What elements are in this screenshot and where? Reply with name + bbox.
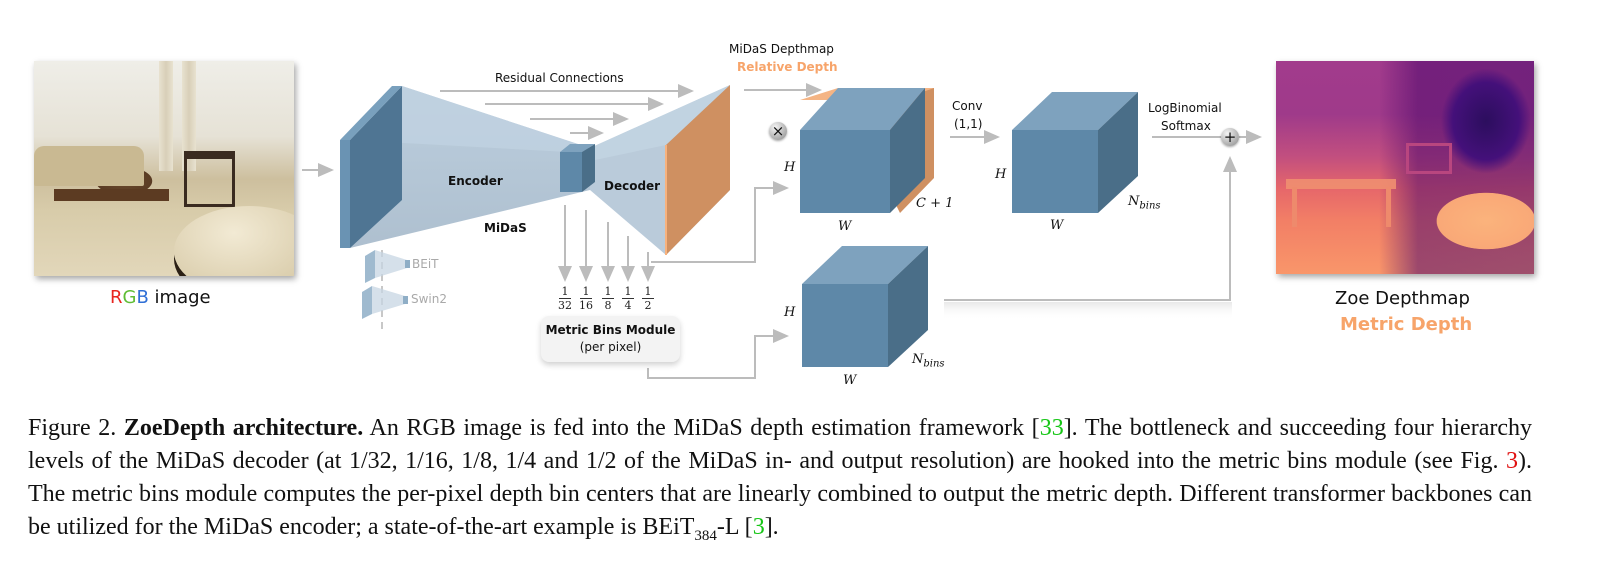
rgb-label-part-0: R xyxy=(110,287,123,308)
photo-sofa xyxy=(34,146,144,186)
line-shadow xyxy=(944,302,1232,320)
photo-pillar xyxy=(182,61,196,171)
decoder-output-plate xyxy=(666,85,730,255)
midas-label: MiDaS xyxy=(484,221,527,235)
tensor1-h-label: H xyxy=(784,160,796,175)
swin2-label: Swin2 xyxy=(411,292,448,306)
swin2-backbone-icon xyxy=(362,286,408,319)
tensor2-c-base: N xyxy=(1128,194,1140,209)
depth-table-leg xyxy=(1386,187,1391,227)
encoder-label: Encoder xyxy=(448,174,503,188)
midas-depthmap-label: MiDaS Depthmap xyxy=(729,42,834,56)
decoder-to-tensor-arrow xyxy=(651,181,789,263)
caption-text: -L [ xyxy=(716,514,753,540)
fraction-num: 1 xyxy=(622,285,634,299)
tensor2-c-sub: bins xyxy=(1139,200,1161,212)
decoder-top xyxy=(590,85,730,160)
rgb-label-part-1: G xyxy=(122,287,137,308)
tensor1-c-label: C + 1 xyxy=(916,196,954,211)
metric-bins-title: Metric Bins Module xyxy=(545,323,676,337)
zoe-depthmap-label: Zoe Depthmap xyxy=(1335,288,1470,309)
tensor3-w-label: W xyxy=(843,373,857,388)
caption-title: ZoeDepth architecture. xyxy=(123,415,364,441)
tensor-nbins-cube xyxy=(1012,92,1138,213)
tensor-c-plus-1-cube xyxy=(800,88,934,213)
depth-table-leg xyxy=(1292,187,1297,227)
conv-label: Conv xyxy=(952,99,983,113)
caption-prefix: Figure 2. xyxy=(28,415,124,441)
fraction-num: 1 xyxy=(602,285,614,299)
encoder-top xyxy=(350,86,590,152)
tensor3-h-label: H xyxy=(784,305,796,320)
conv-kernel-label: (1,1) xyxy=(954,117,983,131)
fraction-num: 1 xyxy=(642,285,654,299)
architecture-diagram: RGB image xyxy=(34,42,1534,388)
fraction-den: 8 xyxy=(604,299,612,312)
zoe-depthmap-image xyxy=(1276,61,1534,274)
fraction-num: 1 xyxy=(559,285,571,299)
caption-text: ]. The bottleneck and succeeding four hi… xyxy=(28,415,1532,474)
fraction-den: 32 xyxy=(558,299,572,312)
fraction-num: 1 xyxy=(580,285,592,299)
bottleneck-top xyxy=(560,144,595,152)
encoder-input-plate xyxy=(340,86,402,248)
fraction-den: 16 xyxy=(579,299,593,312)
photo-pillar xyxy=(159,61,173,171)
tensor2-h-label: H xyxy=(995,167,1007,182)
tensor3-c-label: Nbins xyxy=(912,352,945,370)
tensor3-c-sub: bins xyxy=(923,358,945,370)
metric-depth-label: Metric Depth xyxy=(1340,314,1473,335)
caption-text: An RGB image is fed into the MiDaS depth… xyxy=(363,415,1040,441)
relative-depth-label: Relative Depth xyxy=(737,60,838,74)
caption-text: ). The metric bins module computes the p… xyxy=(28,448,1532,540)
caption-text: ]. xyxy=(764,514,779,540)
residual-connections-label: Residual Connections xyxy=(495,71,624,85)
decoder-label: Decoder xyxy=(604,179,661,193)
metric-bins-output-cube xyxy=(802,246,928,367)
bottleneck-side xyxy=(582,144,595,192)
tensor2-c-label: Nbins xyxy=(1128,194,1161,212)
beit-backbone-icon xyxy=(365,250,410,283)
bins-to-plus-arrow xyxy=(944,156,1237,301)
diagram-shapes xyxy=(302,83,1262,379)
photo-chair xyxy=(184,151,235,207)
figure-caption: Figure 2. ZoeDepth architecture. An RGB … xyxy=(28,412,1532,553)
citation-link[interactable]: 33 xyxy=(1039,415,1064,441)
logbinomial-label: LogBinomial xyxy=(1148,101,1222,115)
metric-bins-subtitle: (per pixel) xyxy=(579,340,642,354)
figure-ref-link[interactable]: 3 xyxy=(1506,448,1518,474)
softmax-label: Softmax xyxy=(1161,119,1211,133)
encoder-plate-front xyxy=(340,140,350,248)
tensor3-c-base: N xyxy=(912,352,924,367)
depth-table xyxy=(1286,179,1396,189)
multiply-icon: × xyxy=(769,122,787,140)
rgb-label-part-3: image xyxy=(148,287,211,308)
metric-bins-to-cube-arrow xyxy=(647,329,789,379)
bottleneck-front xyxy=(560,152,582,192)
rgb-input-image xyxy=(34,61,294,276)
metric-bins-module-box: Metric Bins Module (per pixel) xyxy=(541,316,680,362)
tensor2-w-label: W xyxy=(1050,218,1064,233)
caption-subscript: 384 xyxy=(694,527,717,544)
depth-chair xyxy=(1406,143,1452,174)
fraction-den: 4 xyxy=(624,299,632,312)
rgb-label-part-2: B xyxy=(136,287,149,308)
plus-icon: + xyxy=(1221,128,1239,146)
encoder-plate-top xyxy=(340,86,402,140)
photo-table xyxy=(54,189,169,201)
rgb-label-text: RGB image xyxy=(110,287,211,308)
citation-link[interactable]: 3 xyxy=(752,514,765,540)
rgb-image-label: RGB image xyxy=(110,287,211,308)
fraction-den: 2 xyxy=(644,299,652,312)
tensor1-w-label: W xyxy=(838,219,852,234)
beit-label: BEiT xyxy=(412,257,439,271)
